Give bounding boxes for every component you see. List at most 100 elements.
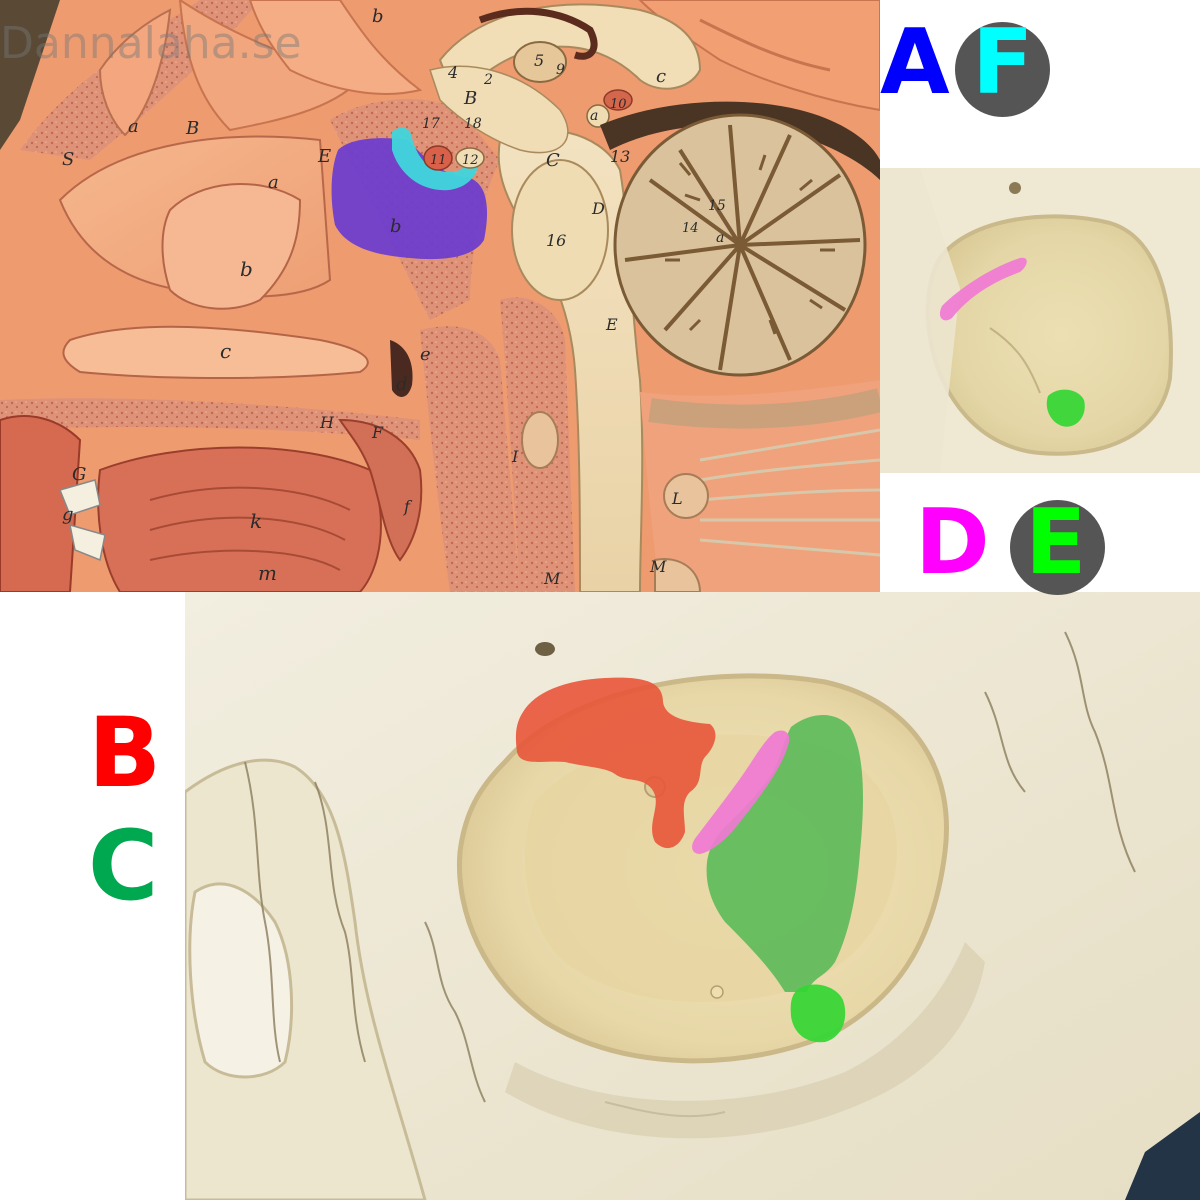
overlay-F-sella-floor [392, 127, 478, 191]
legend-letter-D: D [915, 498, 990, 588]
legend-disc-E [1010, 500, 1105, 595]
spinous-process [663, 473, 709, 519]
pharyngeal-wall [420, 326, 520, 592]
overlay-C-large [706, 714, 863, 992]
label-M1: M [649, 557, 667, 576]
label-c1: c [220, 339, 231, 363]
overlay-B-large [515, 677, 716, 849]
label-I: I [511, 447, 519, 466]
soft-palate [338, 418, 423, 562]
overlay-D-large [692, 730, 790, 854]
maxilla-left [185, 758, 427, 1200]
legend-letter-E: E [1025, 498, 1086, 588]
legend-A-text: A [880, 10, 950, 115]
structure-12 [455, 147, 485, 169]
pituitary-gland [423, 145, 453, 171]
orbit-large-illustration [185, 592, 1200, 1200]
label-a4: a [716, 230, 724, 246]
label-S: S [62, 149, 74, 170]
suture-lines [244, 631, 1136, 1118]
label-b2: b [390, 216, 402, 237]
label-n18: 18 [464, 116, 482, 132]
supraorbital-foramen-small [1009, 182, 1021, 194]
label-E2: E [605, 315, 618, 334]
sagittal-model-photo: a B S E a b b c d e G g k m H F f b 4 2 … [0, 0, 880, 592]
hard-palate [0, 398, 420, 440]
legend-E-text: E [1025, 490, 1087, 595]
background-corner [1125, 1112, 1200, 1200]
label-n12: 12 [462, 153, 479, 168]
inferior-turbinate [62, 325, 369, 379]
legend-letter-F: F [972, 18, 1033, 108]
pineal-gland [586, 104, 610, 128]
label-a3: a [590, 108, 598, 124]
occipital-bone [648, 388, 880, 429]
orbit-rim-left [880, 168, 960, 473]
label-G: G [72, 464, 86, 485]
structure-10 [603, 89, 633, 111]
legend-F-text: F [972, 10, 1034, 115]
label-n5: 5 [534, 51, 544, 70]
label-k: k [250, 509, 262, 533]
legend-disc-F [955, 22, 1050, 117]
label-M2: M [543, 569, 561, 588]
label-b3: b [372, 6, 384, 27]
label-C: C [546, 150, 560, 171]
overlay-D-small [939, 257, 1027, 321]
legend-D-text: D [915, 490, 990, 595]
label-n15: 15 [708, 198, 726, 214]
overlay-E-small [1046, 389, 1085, 427]
label-D: D [591, 199, 605, 218]
label-n2: 2 [483, 72, 493, 88]
label-f: f [403, 497, 413, 516]
lower-incisor [69, 523, 106, 562]
posterior-neck-tissue [640, 380, 880, 592]
atlas-anterior-arch [521, 411, 559, 469]
orbit-floor-ridge [989, 327, 1041, 394]
cerebrum-fold-1 [178, 0, 362, 132]
orbit-small-illustration [880, 168, 1200, 473]
legend-C-text: C [88, 810, 159, 922]
frontal-sinus [98, 8, 172, 137]
orbit-photo-large [185, 592, 1200, 1200]
middle-turbinate [161, 183, 302, 310]
tongue-muscle-line-2 [149, 516, 346, 541]
tongue-muscle-line-1 [149, 486, 351, 511]
watermark: Dannalaha.se [0, 18, 302, 69]
label-n14: 14 [682, 221, 699, 236]
label-n9: 9 [556, 62, 565, 78]
legend-B-text: B [88, 697, 162, 809]
model-label-group: a B S E a b b c d e G g k m H F f b 4 2 … [62, 6, 726, 588]
pons [511, 159, 609, 301]
label-g: g [62, 504, 74, 525]
axis-spine [654, 558, 702, 592]
label-a1: a [128, 116, 139, 137]
label-B1: B [185, 118, 199, 139]
infraorbital-rim [505, 942, 985, 1139]
legend-letter-A: A [880, 18, 950, 108]
label-b1: b [240, 257, 253, 281]
label-e: e [420, 344, 431, 365]
cerebellum [613, 113, 867, 377]
cerebrum-sulcus [699, 18, 831, 72]
label-a2: a [268, 172, 279, 193]
lip [0, 415, 82, 592]
tentorium [600, 101, 880, 180]
label-c2: c [656, 66, 666, 87]
orbit-photo-small [880, 168, 1200, 473]
supraorbital-foramen-large [535, 642, 555, 656]
label-B2: B [463, 88, 477, 109]
label-n4: 4 [447, 63, 458, 82]
label-d: d [396, 374, 408, 395]
orbit-floor-foramen [710, 985, 724, 999]
label-n11: 11 [430, 153, 447, 168]
label-n10: 10 [610, 97, 627, 112]
label-n13: 13 [610, 147, 630, 166]
legend-letter-C: C [88, 818, 158, 914]
overlay-A-sphenoid-sinus [331, 138, 488, 260]
overlay-E-large [790, 984, 846, 1043]
label-m: m [258, 561, 277, 585]
legend-letter-B: B [88, 705, 161, 801]
tongue [97, 446, 382, 592]
upper-incisor [58, 479, 101, 516]
